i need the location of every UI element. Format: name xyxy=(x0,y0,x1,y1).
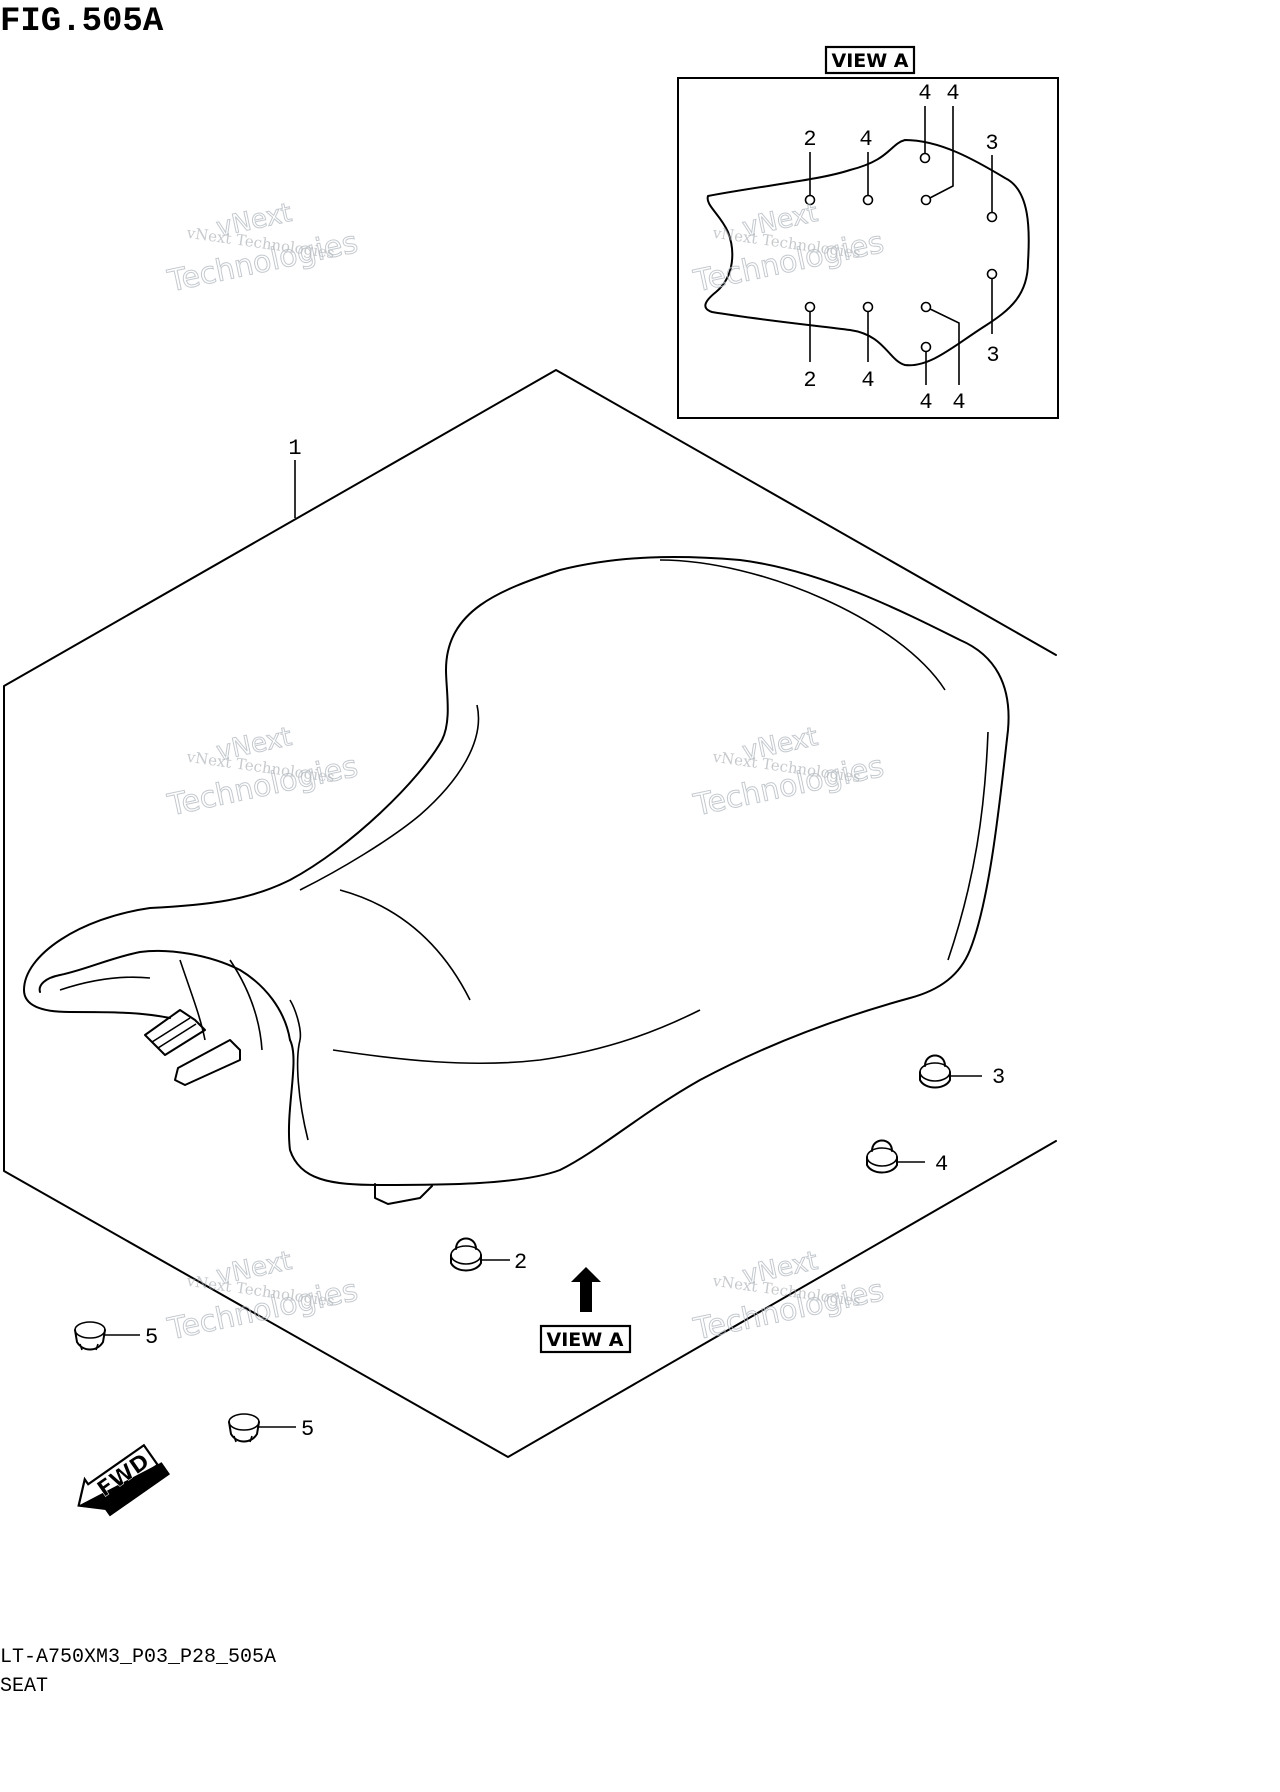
view-a-callout: 4 xyxy=(861,368,874,393)
view-a-marker: VIEW A xyxy=(539,1267,632,1354)
fwd-arrow-icon: FWD xyxy=(77,1443,171,1517)
view-a-label-box xyxy=(824,45,916,75)
view-a-hole xyxy=(920,341,932,353)
view-a-label: VIEW A xyxy=(831,50,908,72)
view-a-callout: 2 xyxy=(803,127,816,152)
part-5-cushion-a: 5 xyxy=(74,1321,158,1351)
view-a-callout: 2 xyxy=(803,368,816,393)
part-5-cushion-b: 5 xyxy=(228,1413,314,1443)
callout-part-3: 3 xyxy=(992,1065,1005,1090)
part-3-grommet: 3 xyxy=(919,1054,1005,1090)
seat-drawing xyxy=(23,556,1010,1205)
view-a-frame xyxy=(677,77,1059,419)
view-a-marker-label: VIEW A xyxy=(546,1329,623,1351)
view-a-hole xyxy=(804,194,816,206)
view-a-callout: 4 xyxy=(952,390,965,415)
view-a-marker-box xyxy=(539,1324,632,1354)
callout-part-5b: 5 xyxy=(301,1417,314,1442)
callout-part-4: 4 xyxy=(935,1152,948,1177)
model-code: LT-A750XM3_P03_P28_505A xyxy=(0,1646,276,1669)
view-a-callout: 3 xyxy=(985,131,998,156)
view-a-hole xyxy=(919,152,931,164)
view-a-hole xyxy=(804,301,816,313)
part-4-nut: 4 xyxy=(866,1139,948,1177)
view-a-callout: 4 xyxy=(919,390,932,415)
callout-part-2: 2 xyxy=(514,1250,527,1275)
view-a-seat-outline xyxy=(704,139,1030,367)
view-a-arrow-icon xyxy=(571,1267,601,1312)
view-a-callout: 4 xyxy=(918,81,931,106)
view-a-hole xyxy=(862,301,874,313)
callout-part-5a: 5 xyxy=(145,1325,158,1350)
view-a-hole xyxy=(986,268,998,280)
view-a-callout: 4 xyxy=(859,127,872,152)
section-name: SEAT xyxy=(0,1675,48,1698)
callout-seat: 1 xyxy=(288,436,301,461)
view-a-hole xyxy=(862,194,874,206)
view-a-hole xyxy=(920,194,932,206)
view-a-inset: VIEW A 2 4 4 4 3 2 4 4 4 3 xyxy=(677,45,1059,419)
figure-title: FIG.505A xyxy=(0,3,164,41)
part-2-nut: 2 xyxy=(450,1237,527,1275)
view-a-callout: 4 xyxy=(946,81,959,106)
view-a-hole xyxy=(986,211,998,223)
watermark: vNext vNext Technologies Technologies vN… xyxy=(164,198,888,1349)
view-a-callout: 3 xyxy=(986,343,999,368)
assembly-boundary xyxy=(3,369,1057,1458)
view-a-hole xyxy=(920,301,932,313)
